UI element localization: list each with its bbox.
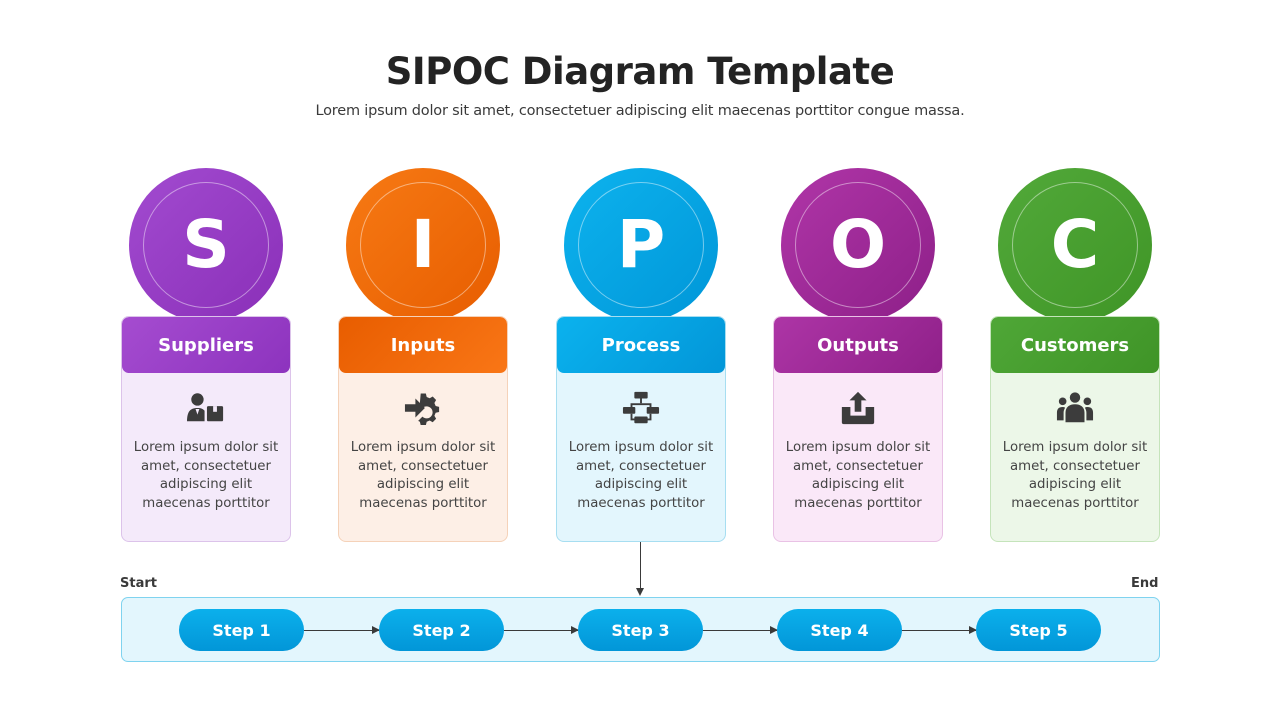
card-header: Inputs <box>339 317 507 373</box>
card-header: Suppliers <box>122 317 290 373</box>
letter-circle-i: I <box>346 168 500 322</box>
page-title: SIPOC Diagram Template <box>385 50 895 93</box>
letter-circle-p: P <box>564 168 718 322</box>
circle-letter: P <box>616 206 666 283</box>
circle-ring <box>143 182 269 308</box>
flowchart-icon <box>557 373 725 437</box>
outputs-card: Outputs Lorem ipsum dolor sit amet, cons… <box>773 316 943 542</box>
flow-arrow-2-3 <box>504 626 579 634</box>
sipoc-column-process: P Process Lorem ipsum dolor sit amet, co… <box>556 168 726 543</box>
card-header: Customers <box>991 317 1159 373</box>
card-description: Lorem ipsum dolor sit amet, consectetuer… <box>568 440 714 512</box>
circle-ring <box>795 182 921 308</box>
circle-ring <box>360 182 486 308</box>
sipoc-column-outputs: O Outputs Lorem ipsum dolor sit amet, co… <box>773 168 943 543</box>
upload-icon <box>774 373 942 437</box>
letter-circle-o: O <box>781 168 935 322</box>
sipoc-column-inputs: I Inputs Lorem ipsum dolor sit amet, con… <box>338 168 508 543</box>
sipoc-column-customers: C Customers Lorem ipsum dolor sit amet, … <box>990 168 1160 543</box>
card-description: Lorem ipsum dolor sit amet, consectetuer… <box>133 440 279 512</box>
card-description: Lorem ipsum dolor sit amet, consectetuer… <box>1002 440 1148 512</box>
page-subtitle: Lorem ipsum dolor sit amet, consectetuer… <box>315 103 965 119</box>
users-icon <box>991 373 1159 437</box>
card-header: Process <box>557 317 725 373</box>
flow-arrow-1-2 <box>304 626 380 634</box>
flow-arrow-4-5 <box>902 626 977 634</box>
step-2: Step 2 <box>379 609 504 651</box>
circle-letter: C <box>1050 206 1100 283</box>
input-gear-icon <box>339 373 507 437</box>
circle-letter: O <box>829 206 887 283</box>
circle-letter: S <box>182 206 230 283</box>
flow-start-label: Start <box>120 576 157 591</box>
suppliers-card: Suppliers Lorem ipsum dolor sit amet, co… <box>121 316 291 542</box>
step-5: Step 5 <box>976 609 1101 651</box>
card-description: Lorem ipsum dolor sit amet, consectetuer… <box>785 440 931 512</box>
process-card: Process Lorem ipsum dolor sit amet, cons… <box>556 316 726 542</box>
inputs-card: Inputs Lorem ipsum dolor sit amet, conse… <box>338 316 508 542</box>
circle-ring <box>1012 182 1138 308</box>
circle-letter: I <box>410 206 436 283</box>
process-flow-bar: Step 1 Step 2 Step 3 Step 4 Step 5 <box>121 597 1160 662</box>
customers-card: Customers Lorem ipsum dolor sit amet, co… <box>990 316 1160 542</box>
sipoc-column-suppliers: S Suppliers Lorem ipsum dolor sit amet, … <box>121 168 291 543</box>
flow-end-label: End <box>1131 576 1159 591</box>
card-description: Lorem ipsum dolor sit amet, consectetuer… <box>350 440 496 512</box>
step-4: Step 4 <box>777 609 902 651</box>
supplier-icon <box>122 373 290 437</box>
flow-arrow-3-4 <box>703 626 778 634</box>
step-1: Step 1 <box>179 609 304 651</box>
card-header: Outputs <box>774 317 942 373</box>
step-3: Step 3 <box>578 609 703 651</box>
process-to-flow-arrow <box>636 542 644 596</box>
letter-circle-c: C <box>998 168 1152 322</box>
letter-circle-s: S <box>129 168 283 322</box>
circle-ring <box>578 182 704 308</box>
